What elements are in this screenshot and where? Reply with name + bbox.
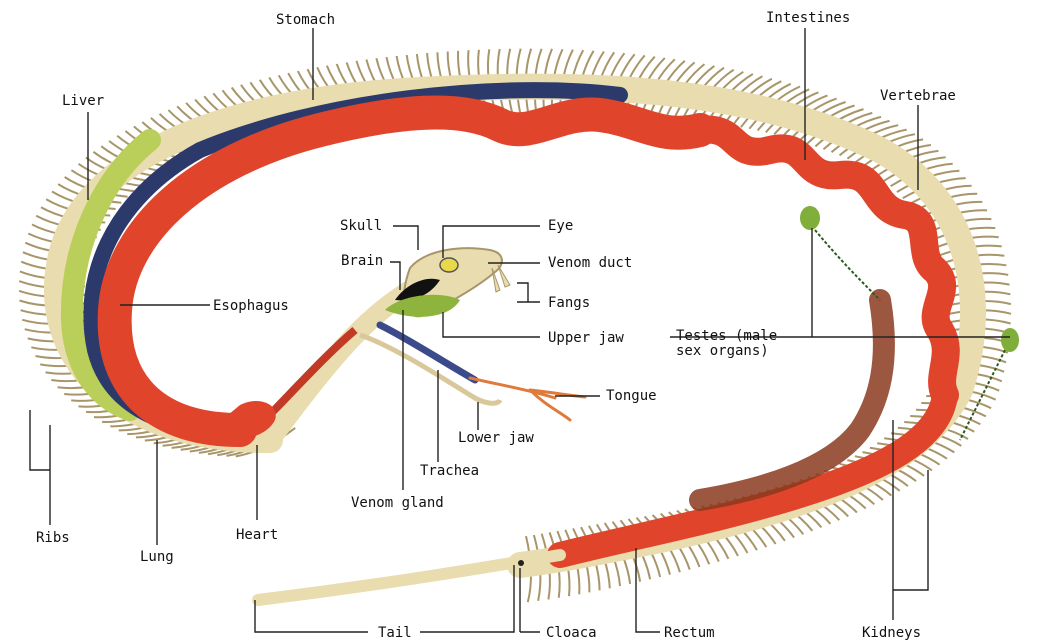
tongue — [470, 378, 585, 420]
leader-upper-jaw — [443, 312, 540, 337]
leader-rectum — [636, 548, 660, 632]
label-tongue: Tongue — [606, 388, 657, 404]
label-liver: Liver — [62, 93, 104, 109]
label-kidneys: Kidneys — [862, 625, 921, 641]
testis-left — [800, 206, 820, 230]
lower-jaw — [360, 335, 500, 403]
label-upper-jaw: Upper jaw — [548, 330, 624, 346]
label-tail: Tail — [378, 625, 412, 641]
eye — [440, 258, 458, 272]
cloaca-dot — [518, 560, 524, 566]
label-esophagus: Esophagus — [213, 298, 289, 314]
stomach — [115, 113, 700, 431]
neck — [270, 290, 410, 440]
leader-ribs — [30, 410, 50, 525]
leader-fangs — [517, 283, 540, 302]
label-testes-line2: sex organs) — [676, 343, 769, 359]
label-stomach: Stomach — [276, 12, 335, 28]
label-lung: Lung — [140, 549, 174, 565]
label-eye: Eye — [548, 218, 573, 234]
testis-right — [1001, 328, 1019, 352]
label-fangs: Fangs — [548, 295, 590, 311]
label-intestines: Intestines — [766, 10, 850, 26]
label-ribs: Ribs — [36, 530, 70, 546]
label-trachea: Trachea — [420, 463, 479, 479]
label-venom-duct: Venom duct — [548, 255, 632, 271]
label-skull: Skull — [340, 218, 382, 234]
label-cloaca: Cloaca — [546, 625, 597, 641]
label-brain: Brain — [341, 253, 383, 269]
label-rectum: Rectum — [664, 625, 715, 641]
label-testes-line1: Testes (male — [676, 328, 777, 344]
label-heart: Heart — [236, 527, 278, 543]
label-venom-gland: Venom gland — [351, 495, 444, 511]
label-vertebrae: Vertebrae — [880, 88, 956, 104]
label-lower-jaw: Lower jaw — [458, 430, 534, 446]
leader-skull — [393, 226, 418, 250]
